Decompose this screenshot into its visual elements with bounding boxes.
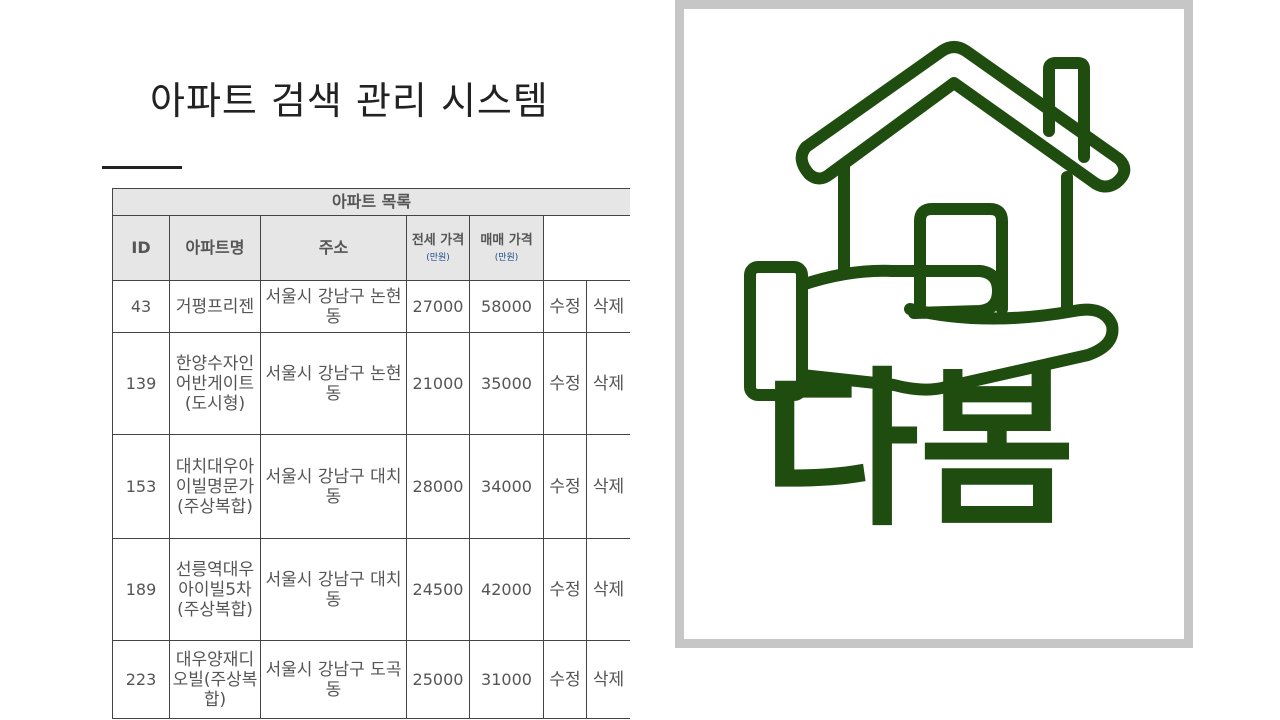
column-header-id: ID xyxy=(112,215,170,281)
cell-name: 한양수자인어반게이트(도시형) xyxy=(169,332,261,435)
column-header-actions xyxy=(542,215,630,281)
table-caption: 아파트 목록 xyxy=(112,188,630,216)
cell-jeonse: 28000 xyxy=(406,434,470,539)
edit-button[interactable]: 수정 xyxy=(543,332,587,435)
delete-button[interactable]: 삭제 xyxy=(585,332,630,435)
column-header-jeonse-unit: (만원) xyxy=(426,253,450,263)
apartment-table: 아파트 목록 ID 아파트명 주소 전세 가격 (만원) 매매 가격 (만원) … xyxy=(112,188,630,719)
table-row: 139 한양수자인어반게이트(도시형) 서울시 강남구 논현동 21000 35… xyxy=(112,332,630,435)
delete-button[interactable]: 삭제 xyxy=(585,538,630,641)
cell-sale: 34000 xyxy=(469,434,544,539)
cell-jeonse: 21000 xyxy=(406,332,470,435)
cell-name: 대우양재디오빌(주상복합) xyxy=(169,640,261,719)
cell-sale: 58000 xyxy=(469,280,544,333)
house-in-hand-icon: 다봄 xyxy=(744,41,1131,550)
column-header-name: 아파트명 xyxy=(169,215,261,281)
cell-address: 서울시 강남구 논현동 xyxy=(260,332,407,435)
table-row: 189 선릉역대우아이빌5차(주상복합) 서울시 강남구 대치동 24500 4… xyxy=(112,538,630,641)
edit-button[interactable]: 수정 xyxy=(543,538,587,641)
column-header-sale-label: 매매 가격 xyxy=(480,233,533,248)
cell-sale: 35000 xyxy=(469,332,544,435)
edit-button[interactable]: 수정 xyxy=(543,640,587,719)
cell-id: 189 xyxy=(112,538,170,641)
cell-jeonse: 25000 xyxy=(406,640,470,719)
delete-button[interactable]: 삭제 xyxy=(585,434,630,539)
page-title: 아파트 검색 관리 시스템 xyxy=(150,79,549,123)
cell-sale: 31000 xyxy=(469,640,544,719)
table-row: 153 대치대우아이빌명문가(주상복합) 서울시 강남구 대치동 28000 3… xyxy=(112,434,630,539)
table-row: 43 거평프리젠 서울시 강남구 논현동 27000 58000 수정 삭제 xyxy=(112,280,630,333)
cell-jeonse: 27000 xyxy=(406,280,470,333)
edit-button[interactable]: 수정 xyxy=(543,280,587,333)
column-header-sale-unit: (만원) xyxy=(494,253,519,263)
column-header-address: 주소 xyxy=(260,215,407,281)
apartment-table-container: 아파트 목록 ID 아파트명 주소 전세 가격 (만원) 매매 가격 (만원) … xyxy=(112,188,630,720)
column-header-sale: 매매 가격 (만원) xyxy=(469,215,544,281)
cell-address: 서울시 강남구 대치동 xyxy=(260,538,407,641)
cell-id: 223 xyxy=(112,640,170,719)
logo-text: 다봄 xyxy=(763,352,1076,550)
cell-id: 43 xyxy=(112,280,170,333)
cell-name: 거평프리젠 xyxy=(169,280,261,333)
column-header-jeonse: 전세 가격 (만원) xyxy=(406,215,470,281)
logo-panel: 다봄 xyxy=(675,0,1193,648)
cell-address: 서울시 강남구 논현동 xyxy=(260,280,407,333)
cell-name: 대치대우아이빌명문가(주상복합) xyxy=(169,434,261,539)
cell-address: 서울시 강남구 대치동 xyxy=(260,434,407,539)
column-header-jeonse-label: 전세 가격 xyxy=(411,233,465,248)
cell-name: 선릉역대우아이빌5차(주상복합) xyxy=(169,538,261,641)
table-row: 223 대우양재디오빌(주상복합) 서울시 강남구 도곡동 25000 3100… xyxy=(112,640,630,719)
cell-id: 153 xyxy=(112,434,170,539)
cell-id: 139 xyxy=(112,332,170,435)
cell-sale: 42000 xyxy=(469,538,544,641)
edit-button[interactable]: 수정 xyxy=(543,434,587,539)
cell-address: 서울시 강남구 도곡동 xyxy=(260,640,407,719)
title-divider xyxy=(102,166,182,169)
delete-button[interactable]: 삭제 xyxy=(585,640,630,719)
cell-jeonse: 24500 xyxy=(406,538,470,641)
delete-button[interactable]: 삭제 xyxy=(585,280,630,333)
